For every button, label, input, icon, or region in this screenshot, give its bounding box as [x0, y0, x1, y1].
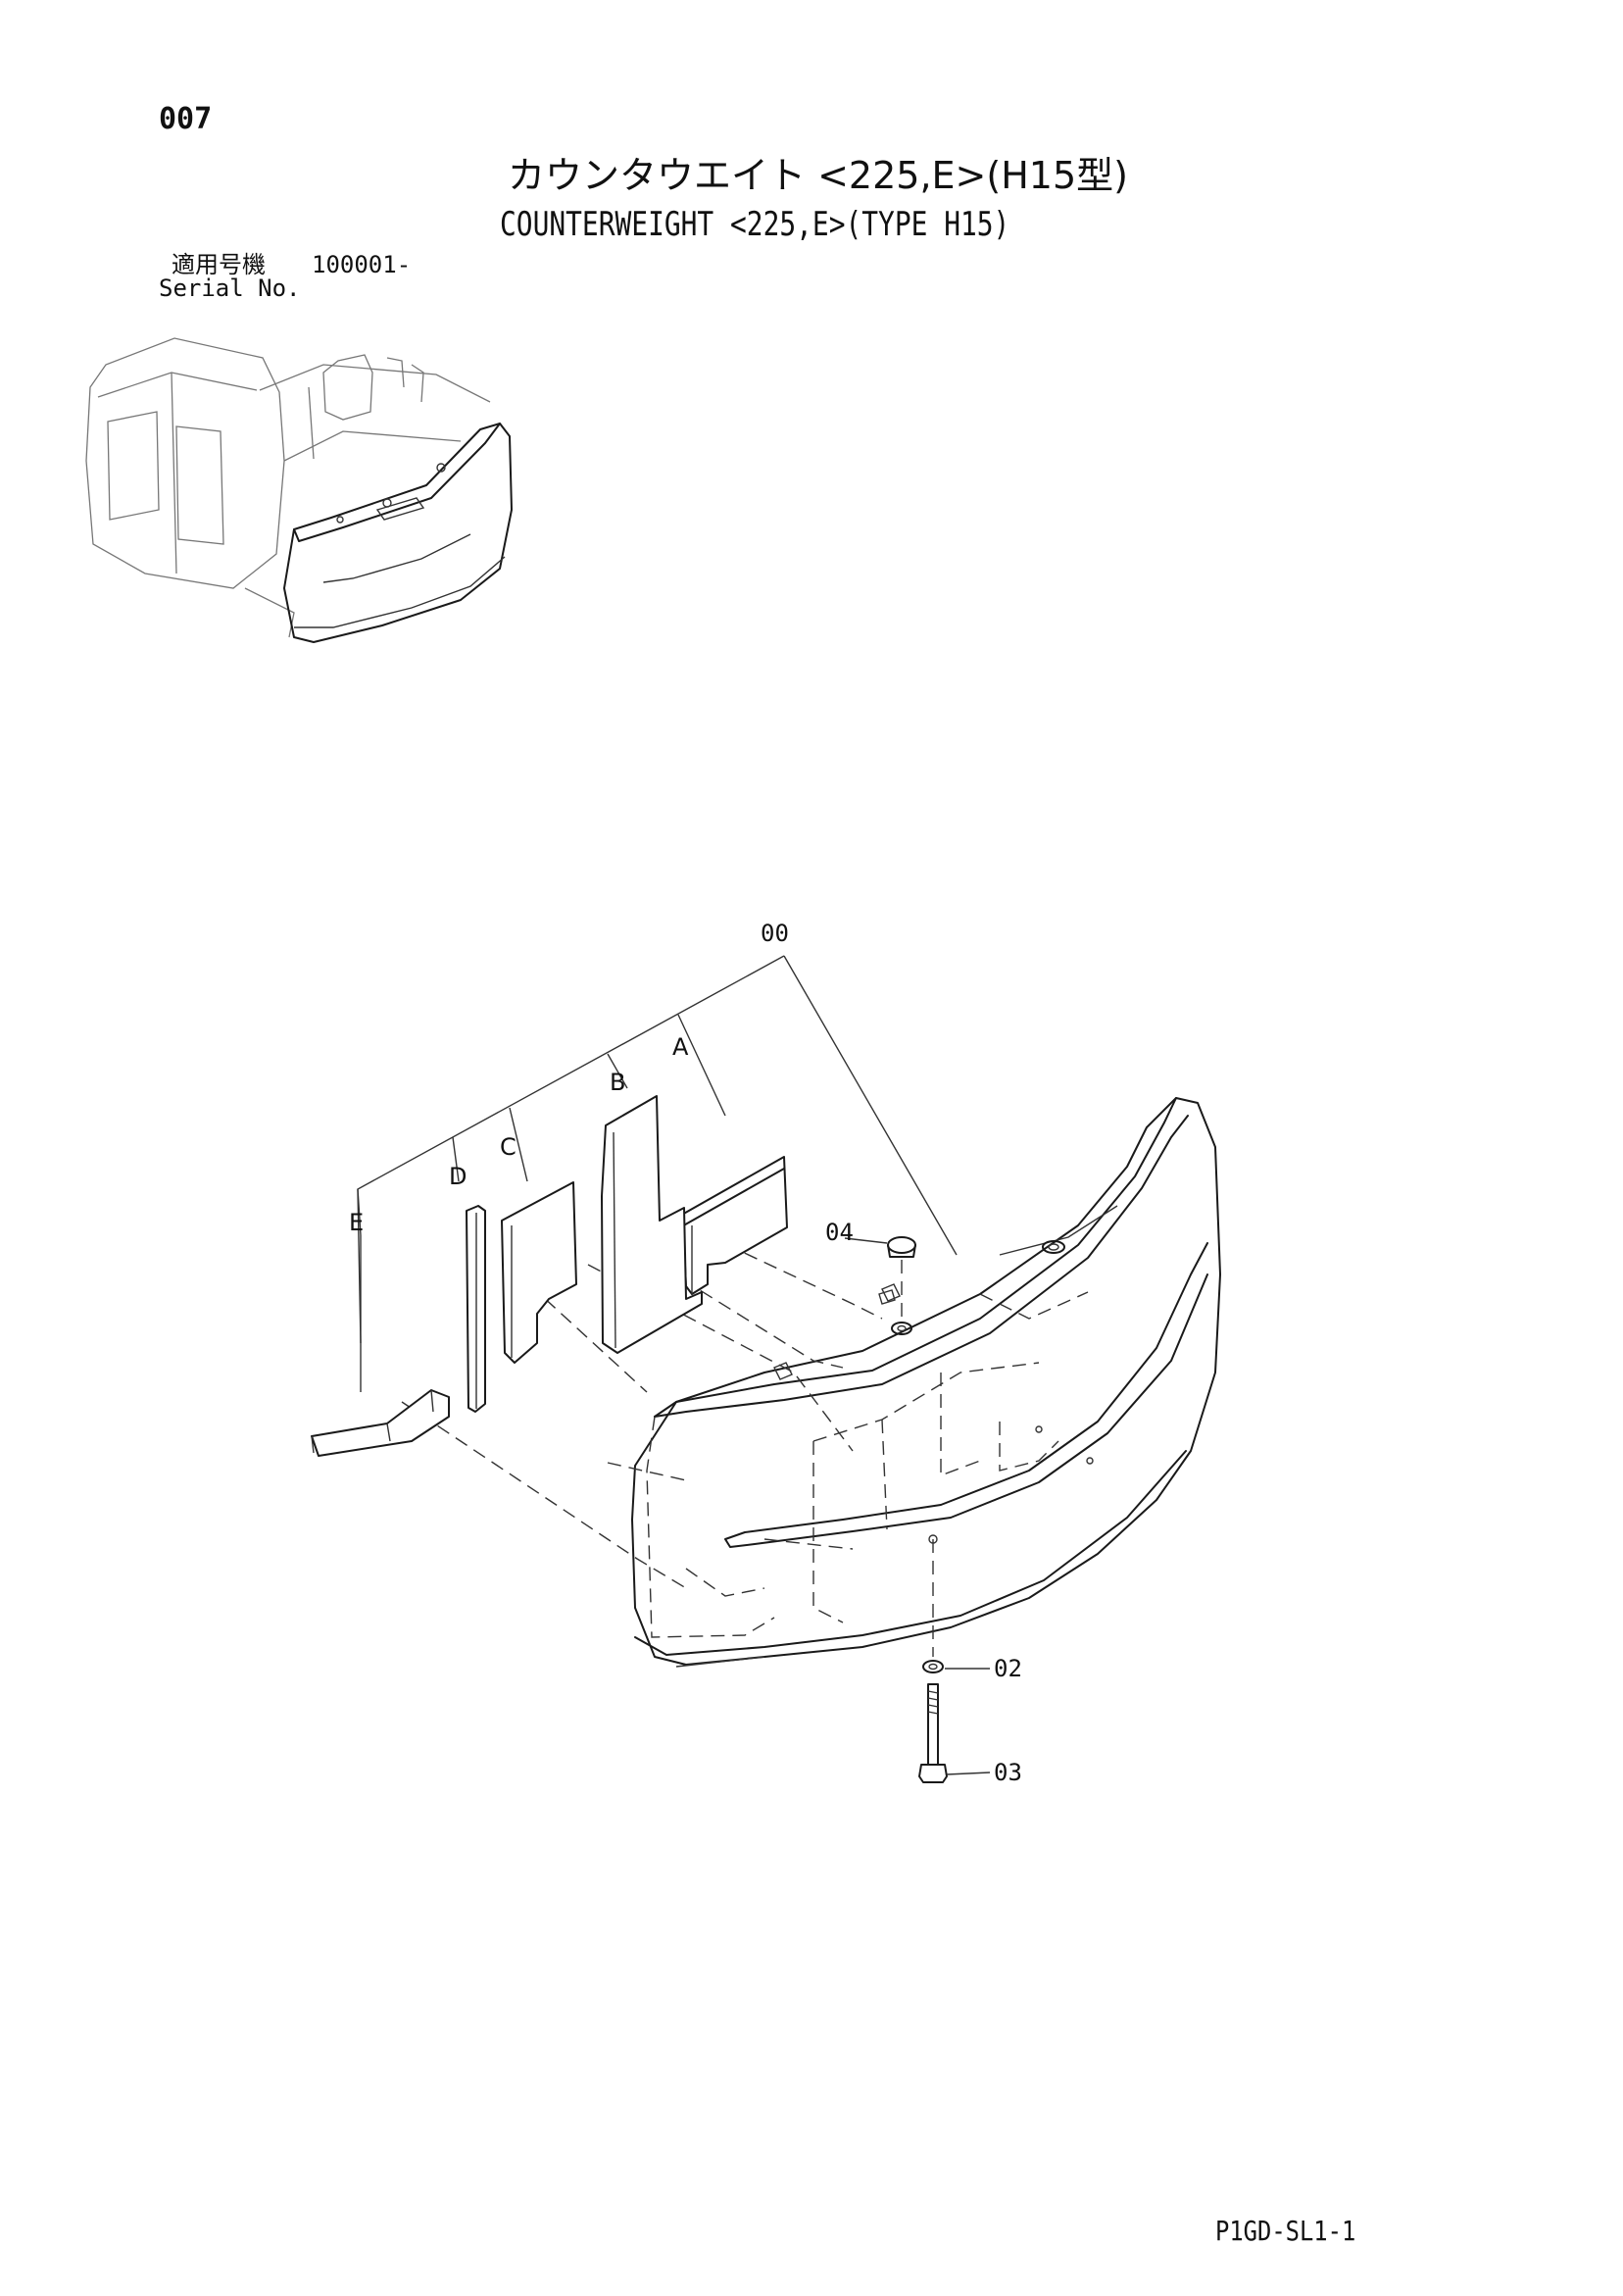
- callout-a: A: [672, 1033, 689, 1061]
- leader-00-body: [783, 955, 958, 1256]
- title-japanese: カウンタウエイト <225,E>(H15型): [508, 154, 1128, 197]
- callout-03: 03: [994, 1759, 1022, 1786]
- bracket-e: [311, 1389, 450, 1457]
- document-code: P1GD-SL1-1: [1215, 2215, 1356, 2247]
- serial-number-value: 100001-: [312, 251, 412, 278]
- counterweight-body: [631, 1097, 1221, 1666]
- counterweight-exploded-view: 00 A B C D E 04 02 03: [311, 920, 1221, 1786]
- part-03-bolt: [927, 1683, 939, 1766]
- callout-02: 02: [994, 1655, 1022, 1682]
- part-02-washer: [922, 1660, 944, 1673]
- callout-d: D: [449, 1163, 467, 1190]
- page-number: 007: [159, 102, 213, 136]
- callout-b: B: [610, 1069, 625, 1096]
- part-04-cap: [887, 1236, 916, 1254]
- title-english: COUNTERWEIGHT <225,E>(TYPE H15): [500, 205, 1010, 244]
- callout-e: E: [349, 1209, 364, 1236]
- excavator-location-thumbnail: [85, 337, 513, 643]
- callout-c: C: [500, 1133, 516, 1161]
- serial-label-japanese: 適用号機: [172, 251, 266, 278]
- plate-a: [679, 1156, 788, 1295]
- plate-b: [601, 1095, 703, 1354]
- callout-04: 04: [825, 1219, 854, 1246]
- plate-c: [501, 1181, 577, 1364]
- serial-label-english: Serial No.: [159, 275, 301, 302]
- callout-00: 00: [761, 920, 789, 947]
